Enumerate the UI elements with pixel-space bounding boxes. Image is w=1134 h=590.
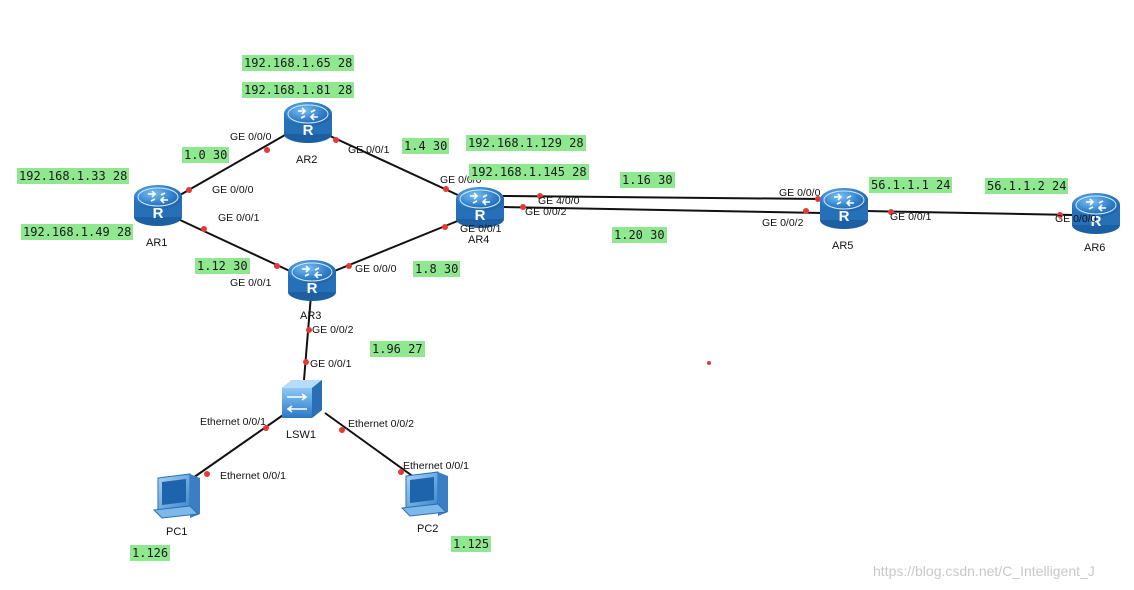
link-ar1-ar2 xyxy=(179,130,293,196)
router-ar3-icon[interactable] xyxy=(287,259,337,302)
port-dot xyxy=(398,469,404,475)
address-label: 1.125 xyxy=(451,536,492,552)
port-label: GE 0/0/1 xyxy=(348,144,390,156)
port-label: GE 0/0/0 xyxy=(1055,213,1097,225)
port-dot xyxy=(303,359,309,365)
port-label: Ethernet 0/0/1 xyxy=(403,460,469,472)
device-name-ar4: AR4 xyxy=(468,234,490,246)
address-label: 1.8 30 xyxy=(413,261,461,277)
address-label: 192.168.1.145 28 xyxy=(469,164,589,180)
address-label: 1.4 30 xyxy=(402,138,450,154)
device-name-ar1: AR1 xyxy=(146,237,168,249)
address-label: 1.126 xyxy=(130,545,171,561)
router-ar5-icon[interactable] xyxy=(819,187,869,230)
device-name-lsw1: LSW1 xyxy=(286,429,316,441)
port-dot xyxy=(442,224,448,230)
port-dot xyxy=(204,471,210,477)
address-label: 192.168.1.81 28 xyxy=(242,82,355,98)
router-ar4-icon[interactable] xyxy=(455,186,505,229)
address-label: 1.20 30 xyxy=(612,227,667,243)
device-name-ar5: AR5 xyxy=(832,240,854,252)
device-name-pc1: PC1 xyxy=(166,526,188,538)
address-label: 1.96 27 xyxy=(370,341,425,357)
port-label: GE 0/0/1 xyxy=(460,223,502,235)
link-ar4-ar5-a xyxy=(502,195,823,200)
link-ar5-ar6 xyxy=(865,210,1075,216)
port-label: GE 0/0/2 xyxy=(312,324,354,336)
port-dot xyxy=(803,208,809,214)
address-label: 1.16 30 xyxy=(620,172,675,188)
address-label: 56.1.1.2 24 xyxy=(985,178,1069,194)
port-dot xyxy=(520,204,526,210)
port-label: GE 0/0/2 xyxy=(762,217,804,229)
address-label: 192.168.1.49 28 xyxy=(21,224,134,240)
address-label: 1.0 30 xyxy=(182,147,230,163)
link-ar4-ar5-b xyxy=(502,206,823,214)
port-dot xyxy=(1057,212,1063,218)
port-label: Ethernet 0/0/1 xyxy=(200,416,266,428)
port-label: GE 0/0/1 xyxy=(310,358,352,370)
port-label: GE 0/0/0 xyxy=(230,131,272,143)
port-label: Ethernet 0/0/2 xyxy=(348,418,414,430)
port-dot xyxy=(346,263,352,269)
watermark: https://blog.csdn.net/C_Intelligent_J xyxy=(873,563,1095,579)
link-ar3-ar4 xyxy=(331,219,461,273)
port-dot xyxy=(537,193,543,199)
address-label: 192.168.1.129 28 xyxy=(466,135,586,151)
port-dot xyxy=(333,137,339,143)
links xyxy=(179,130,1075,481)
pc2-icon[interactable] xyxy=(400,471,448,517)
device-name-ar3: AR3 xyxy=(300,310,322,322)
link-lsw1-pc1 xyxy=(189,412,287,481)
port-dot xyxy=(339,427,345,433)
port-label: GE 4/0/0 xyxy=(538,195,580,207)
link-lsw1-pc2 xyxy=(324,412,419,481)
address-label: 192.168.1.33 28 xyxy=(17,168,130,184)
port-dot xyxy=(263,425,269,431)
link-ar1-ar3 xyxy=(179,219,293,273)
port-label: GE 0/0/1 xyxy=(218,212,260,224)
port-dot xyxy=(264,147,270,153)
router-ar2-icon[interactable] xyxy=(283,101,333,144)
port-dot xyxy=(186,187,192,193)
pc1-icon[interactable] xyxy=(152,473,200,519)
device-name-ar2: AR2 xyxy=(296,154,318,166)
link-ar3-lsw1 xyxy=(303,294,312,381)
port-label: Ethernet 0/0/1 xyxy=(220,470,286,482)
link-ar2-ar4 xyxy=(329,135,461,197)
address-label: 192.168.1.65 28 xyxy=(242,55,355,71)
port-dot xyxy=(443,186,449,192)
port-label: GE 0/0/1 xyxy=(890,211,932,223)
address-label: 1.12 30 xyxy=(195,258,250,274)
router-ar1-icon[interactable] xyxy=(133,184,183,227)
address-label: 56.1.1.1 24 xyxy=(869,177,953,193)
port-dot xyxy=(815,196,821,202)
port-dots xyxy=(186,137,1063,477)
switch-lsw1-icon[interactable] xyxy=(282,380,322,418)
port-label: GE 0/0/2 xyxy=(525,206,567,218)
port-label: GE 0/0/0 xyxy=(355,263,397,275)
port-dot xyxy=(707,361,711,365)
device-name-ar6: AR6 xyxy=(1084,242,1106,254)
device-name-pc2: PC2 xyxy=(417,523,439,535)
port-dot xyxy=(201,226,207,232)
port-label: GE 0/0/0 xyxy=(779,187,821,199)
port-label: GE 0/0/1 xyxy=(230,277,272,289)
port-label: GE 0/0/0 xyxy=(212,184,254,196)
port-dot xyxy=(306,327,312,333)
port-dot xyxy=(888,209,894,215)
port-dot xyxy=(274,263,280,269)
